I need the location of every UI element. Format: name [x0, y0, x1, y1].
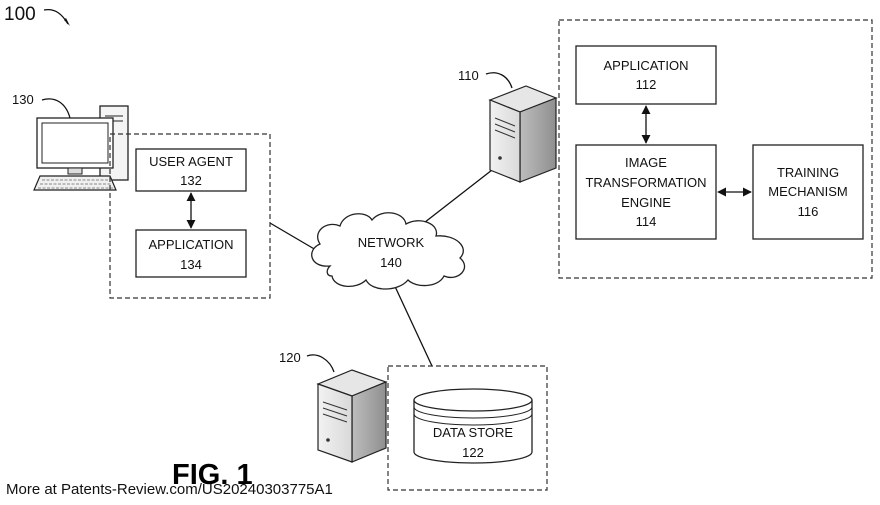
client-container: [109, 133, 271, 299]
training-label-line2: MECHANISM: [768, 184, 847, 199]
database-icon: [413, 388, 533, 464]
client-application-box: [135, 229, 247, 278]
server-icon: [316, 369, 388, 463]
line-network-storage: [391, 279, 433, 367]
server-container: [558, 19, 873, 279]
server-application-label: APPLICATION: [603, 58, 688, 73]
server-application-number: 112: [636, 77, 657, 92]
training-label-line1: TRAINING: [777, 165, 839, 180]
user-agent-box: [135, 148, 247, 192]
line-client-network: [269, 222, 317, 251]
training-box: [752, 144, 864, 240]
ref-100-leader: [43, 8, 69, 25]
engine-label-line1: IMAGE: [625, 155, 667, 170]
ref-110: 110: [458, 68, 479, 83]
ref-130-leader: [41, 98, 71, 119]
training-number: 116: [798, 204, 819, 219]
figure-label: FIG. 1: [172, 459, 253, 491]
user-agent-label: USER AGENT: [149, 154, 233, 169]
network-label: NETWORK: [358, 235, 425, 250]
engine-label-line2: TRANSFORMATION: [585, 175, 706, 190]
server-application-box: [575, 45, 717, 105]
ref-120: 120: [279, 350, 301, 365]
user-agent-number: 132: [180, 173, 202, 188]
line-network-server: [419, 169, 493, 227]
network-number: 140: [380, 255, 402, 270]
engine-box: [575, 144, 717, 240]
ref-100: 100: [4, 4, 36, 25]
watermark: More at Patents-Review.com/US20240303775…: [6, 481, 333, 498]
storage-container: [387, 365, 548, 491]
client-application-number: 134: [180, 257, 202, 272]
ref-120-leader: [306, 354, 335, 373]
client-application-label: APPLICATION: [148, 237, 233, 252]
computer-icon: [33, 105, 129, 191]
cloud-icon: [311, 212, 466, 290]
engine-number: 114: [636, 214, 657, 229]
ref-100-arrowhead: [64, 18, 70, 26]
ref-110-leader: [485, 72, 513, 89]
ref-130: 130: [12, 92, 34, 107]
server-icon: [488, 85, 558, 183]
data-store-label: DATA STORE: [433, 425, 514, 440]
data-store-number: 122: [462, 445, 484, 460]
engine-label-line3: ENGINE: [621, 195, 671, 210]
